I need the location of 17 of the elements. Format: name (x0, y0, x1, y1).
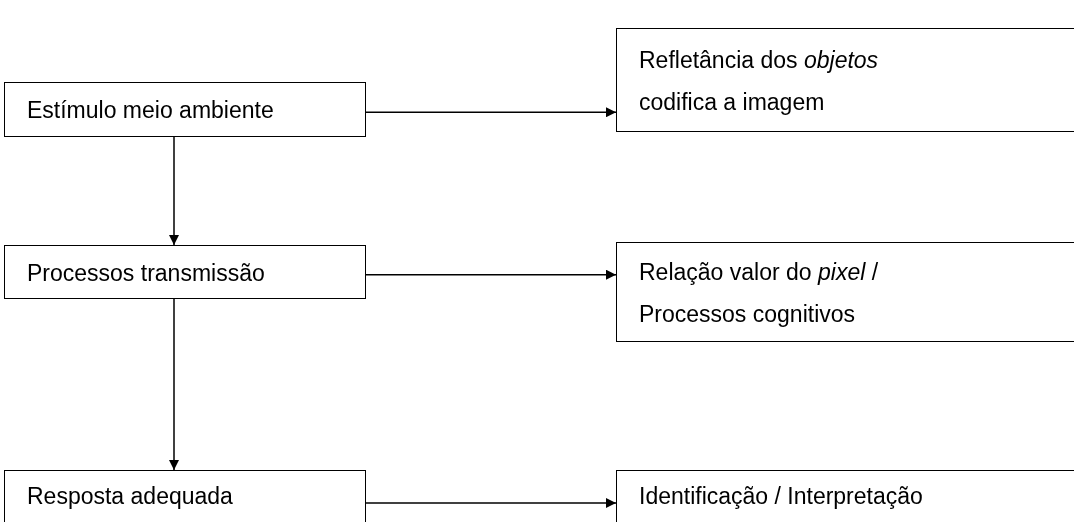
box-text: Processos transmissão (27, 259, 265, 288)
process-box (4, 470, 366, 522)
process-box (616, 242, 1074, 342)
arrow (365, 107, 617, 118)
arrow (365, 269, 617, 280)
box-text: Resposta adequada (27, 482, 233, 511)
box-text: Refletância dos objetos codifica a imagem (639, 46, 880, 117)
box-text: Identificação / Interpretação (639, 482, 923, 511)
arrow (365, 498, 617, 508)
box-text: Estímulo meio ambiente (27, 96, 274, 125)
process-box (4, 82, 366, 137)
process-box (616, 28, 1074, 132)
box-text: Relação valor do pixel / Processos cognitivos (639, 258, 880, 329)
arrow (169, 298, 179, 471)
arrow (169, 136, 179, 246)
process-box (616, 470, 1074, 522)
process-box (4, 245, 366, 299)
